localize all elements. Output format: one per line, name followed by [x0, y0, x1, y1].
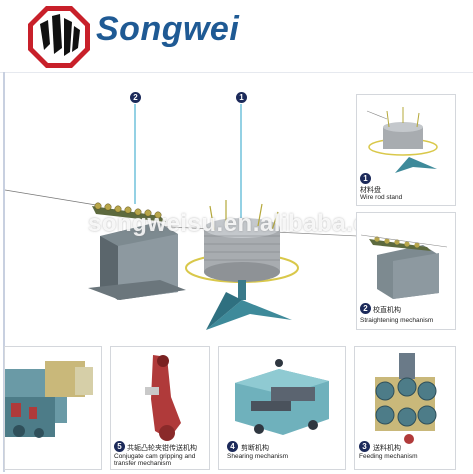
panel-feeding: 3 送料机构 Feeding mechanism: [354, 346, 456, 470]
header-divider: [0, 72, 473, 73]
callout-badge-1: 1: [236, 92, 247, 103]
panel-badge-3: 3: [359, 441, 370, 452]
panel-badge-2: 2: [360, 303, 371, 314]
brand-name: Songwei: [96, 10, 240, 48]
shearing-cn-caption: 剪断机构: [241, 445, 269, 452]
panel-straightening: 2 校直机构 Straightening mechanism: [356, 212, 456, 330]
straightening-illustration: [360, 234, 448, 299]
songwei-logo-icon: [28, 6, 90, 68]
panel-badge-5: 5: [114, 441, 125, 452]
wire-rod-stand-illustration: [366, 107, 438, 173]
panel-gripper-partial: [4, 346, 102, 470]
panel-badge-4: 4: [227, 441, 238, 452]
feeding-illustration: [375, 353, 437, 444]
wire-rod-en-caption: Wire rod stand: [360, 194, 403, 201]
gripper-partial-illustration: [5, 361, 93, 438]
wire-rod-cn-caption: 材料盘: [360, 187, 381, 194]
panel-shearing: 4 剪断机构 Shearing mechanism: [218, 346, 346, 470]
straightening-en-caption: Straightening mechanism: [360, 317, 434, 324]
conjugate-cam-illustration: [145, 355, 181, 441]
panel-conjugate-cam: 5 共轭凸轮夹钳传送机构 Conjugate cam gripping and …: [110, 346, 210, 470]
panel-badge-1: 1: [360, 173, 371, 184]
callout-badge-2: 2: [130, 92, 141, 103]
left-frame-line: [3, 72, 5, 472]
shearing-illustration: [235, 359, 329, 435]
conjugate-cn-caption: 共轭凸轮夹钳传送机构: [127, 445, 197, 452]
feeding-cn-caption: 送料机构: [373, 445, 401, 452]
shearing-en-caption: Shearing mechanism: [227, 453, 289, 460]
straightening-cn-caption: 校直机构: [373, 307, 401, 314]
feeding-en-caption: Feeding mechanism: [359, 453, 418, 460]
watermark-text: songweisu.en.alibaba.com: [88, 210, 405, 237]
panel-wire-rod-stand: 1 材料盘 Wire rod stand: [356, 94, 456, 206]
conjugate-en-caption: Conjugate cam gripping and transfer mech…: [114, 453, 196, 467]
